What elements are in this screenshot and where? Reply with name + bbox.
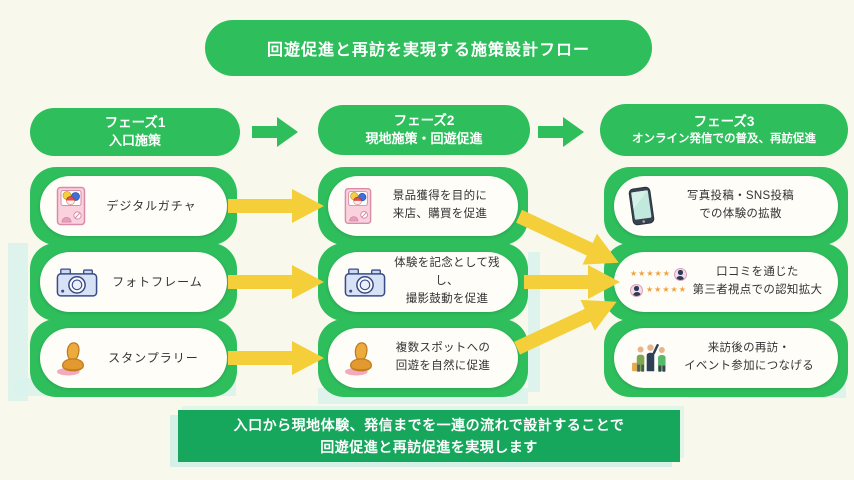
stamp-icon [344, 340, 378, 376]
flow-arrow-icon [228, 264, 324, 305]
gacha-machine-icon [56, 186, 86, 226]
phase-header-1: フェーズ1 入口施策 [30, 108, 240, 156]
phase-name: フェーズ2 [393, 113, 455, 129]
people-group-icon [630, 341, 670, 375]
avatar [630, 283, 643, 297]
page-title: 回遊促進と再訪を実現する施策設計フロー [266, 42, 590, 59]
flow-row-label: フォトフレーム [112, 274, 203, 289]
flow-arrow-icon [524, 264, 620, 305]
flow-arrow-icon [228, 188, 324, 229]
flow-row-online-sns: 写真投稿・SNS投稿での体験の拡散 [604, 167, 848, 245]
summary-line-1: 入口から現地体験、発信までを一連の流れで設計することで [233, 416, 625, 433]
flow-row-label: 体験を記念として残し、撮影鼓動を促進 [394, 257, 500, 305]
flow-row-label: 口コミを通じた第三者視点での認知拡大 [692, 266, 823, 296]
flow-row-entry-stamp: スタンプラリー [30, 319, 237, 397]
avatar [673, 267, 687, 281]
flow-row-entry-gacha: デジタルガチャ [30, 167, 237, 245]
flow-row-label: 複数スポットへの回遊を自然に促進 [395, 342, 491, 372]
camera-icon [56, 267, 98, 298]
flow-row-label: 写真投稿・SNS投稿での体験の拡散 [686, 190, 795, 220]
flow-row-label: 景品獲得を目的に来店、購買を促進 [392, 190, 488, 220]
right-arrow-icon [538, 116, 584, 148]
flow-row-label: デジタルガチャ [106, 198, 197, 213]
phase-header-3: フェーズ3 オンライン発信での普及、再訪促進 [600, 104, 848, 156]
flow-arrow-icon [509, 200, 626, 284]
right-arrow-icon [252, 116, 298, 148]
smartphone-icon [627, 186, 655, 227]
stamp-icon [56, 340, 90, 376]
review-stars-icon: ★★★★★ ★★★★★ [630, 267, 687, 297]
phase-subtitle: 入口施策 [108, 133, 161, 148]
phase-name: フェーズ1 [104, 115, 166, 131]
phase-header-2: フェーズ2 現地施策・回遊促進 [318, 105, 530, 155]
phase-subtitle: 現地施策・回遊促進 [365, 131, 483, 146]
flow-row-onsite-stamp: 複数スポットへの回遊を自然に促進 [318, 319, 528, 397]
flow-row-online-review: ★★★★★ ★★★★★ 口コミを通じた第三者視点での認知拡大 [604, 243, 848, 321]
phase-subtitle: オンライン発信での普及、再訪促進 [632, 132, 816, 145]
flow-row-onsite-photo: 体験を記念として残し、撮影鼓動を促進 [318, 243, 528, 321]
flow-row-label: スタンプラリー [108, 350, 199, 365]
camera-icon [344, 267, 386, 298]
flow-row-online-revisit: 来訪後の再訪・イベント参加につなげる [604, 319, 848, 397]
flow-row-onsite-gacha: 景品獲得を目的に来店、購買を促進 [318, 167, 528, 245]
summary-banner: 入口から現地体験、発信までを一連の流れで設計することで 回遊促進と再訪促進を実現… [178, 410, 680, 462]
flow-row-entry-photo: フォトフレーム [30, 243, 237, 321]
page-title-banner: 回遊促進と再訪を実現する施策設計フロー [205, 20, 652, 76]
tint-shape [8, 243, 28, 401]
flow-arrow-icon [228, 340, 324, 381]
gacha-machine-icon [344, 187, 372, 225]
summary-line-2: 回遊促進と再訪促進を実現します [320, 439, 538, 455]
phase-name: フェーズ3 [693, 114, 755, 130]
flow-arrow-icon [509, 285, 626, 369]
flow-row-label: 来訪後の再訪・イベント参加につなげる [684, 342, 814, 372]
